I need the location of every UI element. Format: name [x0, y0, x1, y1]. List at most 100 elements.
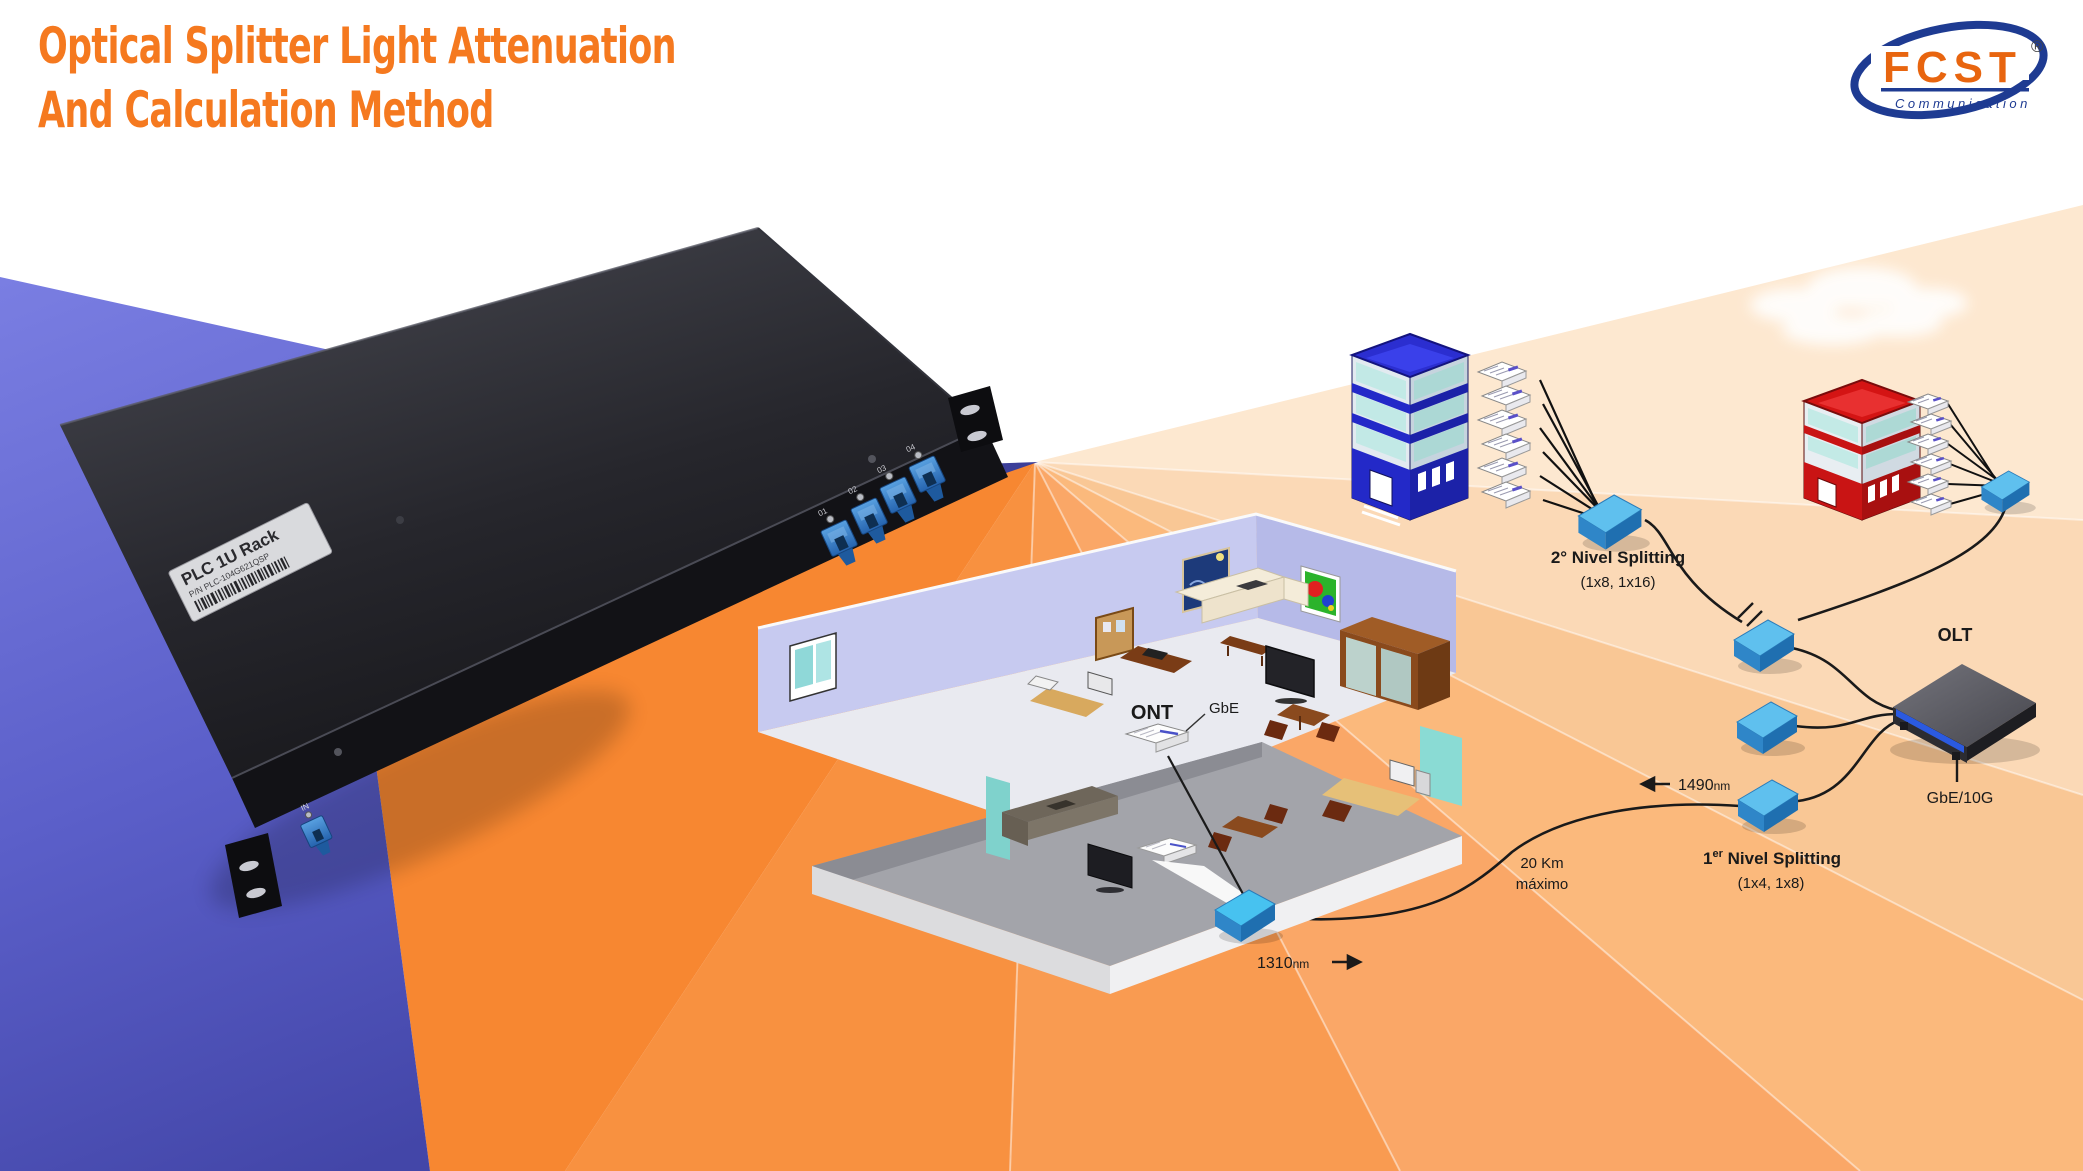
sc-port-in: IN — [299, 801, 333, 856]
device-shadow — [210, 690, 630, 910]
sc-port-01: 01 — [817, 506, 858, 566]
device-front-face — [232, 427, 1008, 828]
fcst-logo-icon: FCST ® Communication — [1850, 20, 2048, 120]
sofa — [1174, 567, 1309, 624]
distance-label-line2: máximo — [1516, 876, 1569, 893]
device-front-edge — [231, 426, 986, 779]
drop-cable — [1167, 755, 1244, 895]
registered-trademark-icon: ® — [2031, 37, 2044, 56]
logo-text-backdrop — [1871, 46, 2029, 80]
house-base-left — [812, 866, 1110, 994]
base-windows — [1868, 474, 1899, 503]
fiber-links — [1261, 499, 2009, 921]
olt-blue-stripe — [1896, 709, 1964, 753]
level1-ratio-label: (1x4, 1x8) — [1738, 875, 1805, 892]
wavelength-1490-value: 1490 — [1678, 777, 1714, 794]
fiber-splitterA-to-olt — [1791, 646, 1897, 712]
tv — [1265, 645, 1315, 704]
olt-device — [1890, 664, 2040, 782]
splitter-shelves — [1476, 361, 1532, 509]
cork-board — [1095, 606, 1134, 662]
splitter-wedge-c — [1737, 779, 1806, 834]
level2-ratio-label: (1x8, 1x16) — [1580, 574, 1655, 591]
dining-set-lower — [1208, 804, 1288, 852]
red-building — [1801, 378, 1923, 521]
splitter-wedge-a — [1733, 619, 1802, 674]
coffee-table — [1220, 636, 1272, 666]
house-base-right — [1110, 836, 1462, 994]
brand-logo: FCST ® Communication — [1835, 16, 2075, 128]
sc-port-04: 04 — [905, 442, 946, 502]
barcode — [193, 556, 290, 613]
rack-ear-right — [948, 386, 1003, 452]
computer-desk-lower — [1322, 759, 1431, 822]
dining-set-upper — [1264, 704, 1340, 742]
computer-desk-upper — [1027, 671, 1113, 717]
device-edge — [757, 227, 986, 428]
building-steps — [1361, 504, 1401, 527]
screw — [868, 455, 876, 463]
fiber-splitterC-to-olt — [1797, 718, 1901, 803]
page-title: Optical Splitter Light Attenuation And C… — [38, 14, 949, 142]
distance-label-line1: 20 Km — [1520, 855, 1563, 872]
base-windows — [1418, 461, 1454, 492]
wavelength-1490-label: 1490nm — [1678, 777, 1730, 794]
house-lower-floor — [812, 742, 1462, 966]
level1-prefix: 1 — [1703, 849, 1712, 868]
fiber-level2-to-level1 — [1644, 518, 1743, 624]
wavelength-arrows — [1332, 775, 1670, 971]
highlight-beam — [1152, 860, 1250, 906]
port-number: 03 — [876, 463, 888, 475]
sc-port-02: 02 — [847, 484, 888, 544]
arrow-left-icon — [1639, 775, 1670, 793]
splitter-shelves — [1906, 393, 1953, 516]
title-line-2: And Calculation Method — [38, 81, 494, 139]
level1-rest: Nivel Splitting — [1723, 849, 1841, 868]
router-device — [1136, 837, 1198, 865]
port-number: 04 — [905, 442, 917, 454]
ont-label: ONT — [1131, 702, 1173, 724]
logo-underline — [1881, 88, 2029, 92]
phone-desk — [1120, 646, 1192, 673]
abstract-painting — [1300, 565, 1341, 623]
port-number: 01 — [817, 506, 829, 518]
splitter-wedge-b — [1736, 701, 1805, 756]
splitter-wedge-red-building — [1980, 470, 2036, 515]
fiber-cut-marks — [1737, 602, 1763, 627]
level1-ordinal: er — [1713, 848, 1724, 860]
level1-splitting-label: 1er Nivel Splitting — [1703, 848, 1841, 868]
title-line-1: Optical Splitter Light Attenuation — [38, 17, 677, 75]
tv-lower — [1087, 843, 1133, 893]
wavelength-1310-unit: nm — [1293, 957, 1310, 971]
teal-wall-left — [986, 776, 1010, 860]
wavelength-1490-unit: nm — [1714, 779, 1731, 793]
blue-building — [1349, 332, 1471, 527]
screw — [334, 748, 342, 756]
network-diagram: 2° Nivel Splitting (1x8, 1x16) OLT GbE/1… — [757, 332, 2040, 994]
screw — [396, 516, 404, 524]
in-port-label: IN — [299, 801, 310, 813]
gbe-pointer — [1185, 713, 1206, 732]
cloud — [1750, 267, 1968, 345]
fiber-splitterB-to-olt — [1794, 712, 1899, 729]
olt-port-label: GbE/10G — [1927, 790, 1994, 807]
fiber-redsplitter-to-level1 — [1797, 499, 2009, 622]
splitter-wedge-home — [1214, 889, 1283, 944]
logo-ellipse — [1850, 20, 2048, 120]
arrow-right-icon — [1332, 953, 1363, 971]
house-cutaway — [757, 512, 1462, 994]
sc-port-03: 03 — [876, 463, 917, 523]
fiber-level1-to-home — [1261, 803, 1741, 921]
rack-ear-left — [225, 833, 282, 918]
house-left-wall — [758, 514, 1258, 732]
logo-brand-text: FCST — [1883, 43, 2022, 92]
wavelength-1310-value: 1310 — [1257, 955, 1293, 972]
sofa-lower — [1002, 786, 1118, 846]
wavelength-1310-label: 1310nm — [1257, 955, 1309, 972]
level2-splitting-label: 2° Nivel Splitting — [1551, 548, 1685, 567]
ont-port-label: GbE — [1209, 700, 1239, 717]
olt-label: OLT — [1938, 625, 1973, 645]
ont-device — [1124, 723, 1190, 753]
